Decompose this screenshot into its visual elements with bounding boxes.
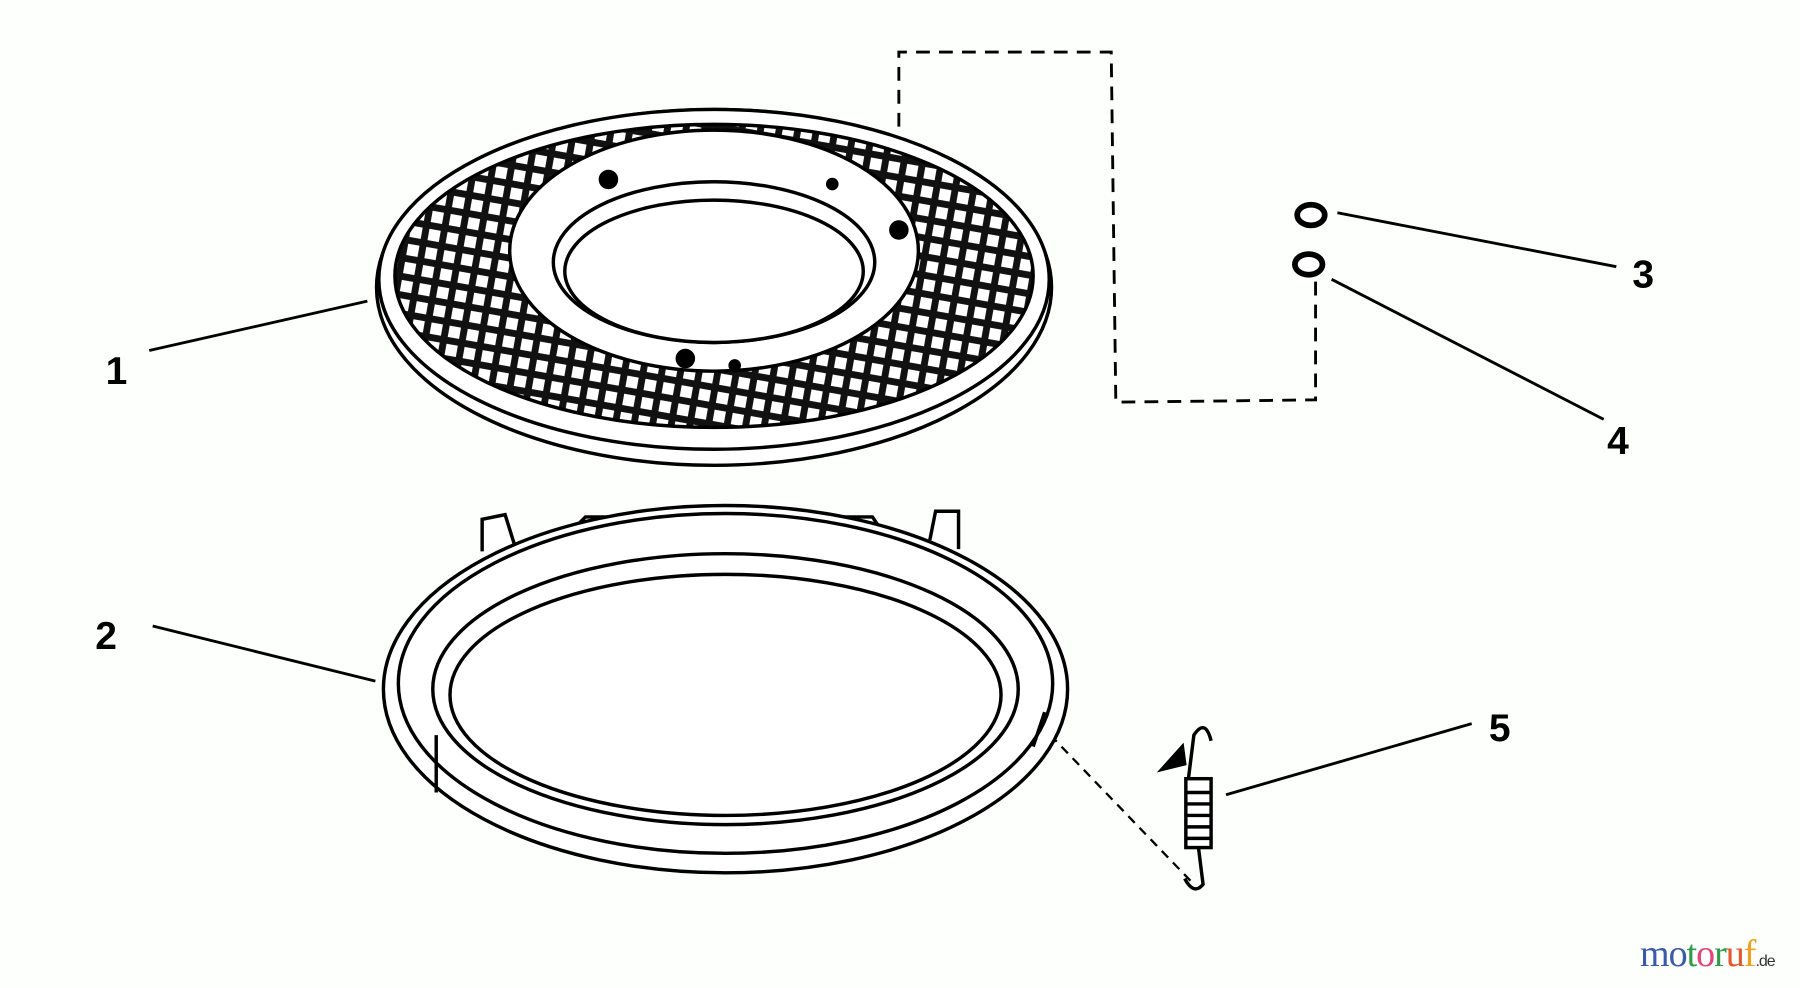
leader-lines	[148, 211, 1617, 797]
watermark-logo: motoruf.de	[1640, 932, 1776, 976]
watermark-letter: f	[1743, 933, 1757, 975]
part-5-spring	[1156, 726, 1213, 891]
watermark-letter: m	[1640, 933, 1670, 975]
watermark-letter: u	[1725, 933, 1745, 975]
part-3-nut	[1294, 201, 1328, 229]
part-4-washer	[1292, 251, 1326, 278]
part-1-screen	[374, 107, 1054, 468]
watermark-suffix: .de	[1755, 953, 1775, 970]
watermark-letter: t	[1686, 933, 1698, 975]
dashed-leader-fasteners	[897, 50, 1317, 404]
watermark-letter: r	[1714, 933, 1727, 975]
part-2-ring	[381, 503, 1070, 875]
dashed-leader-spring	[1049, 734, 1195, 886]
callout-1: 1	[106, 350, 128, 393]
watermark-letter: o	[1696, 933, 1715, 975]
callout-4: 4	[1607, 420, 1629, 463]
callout-2: 2	[95, 615, 117, 658]
watermark-letter: o	[1668, 933, 1688, 975]
callout-5: 5	[1489, 707, 1511, 750]
callout-3: 3	[1632, 253, 1654, 296]
